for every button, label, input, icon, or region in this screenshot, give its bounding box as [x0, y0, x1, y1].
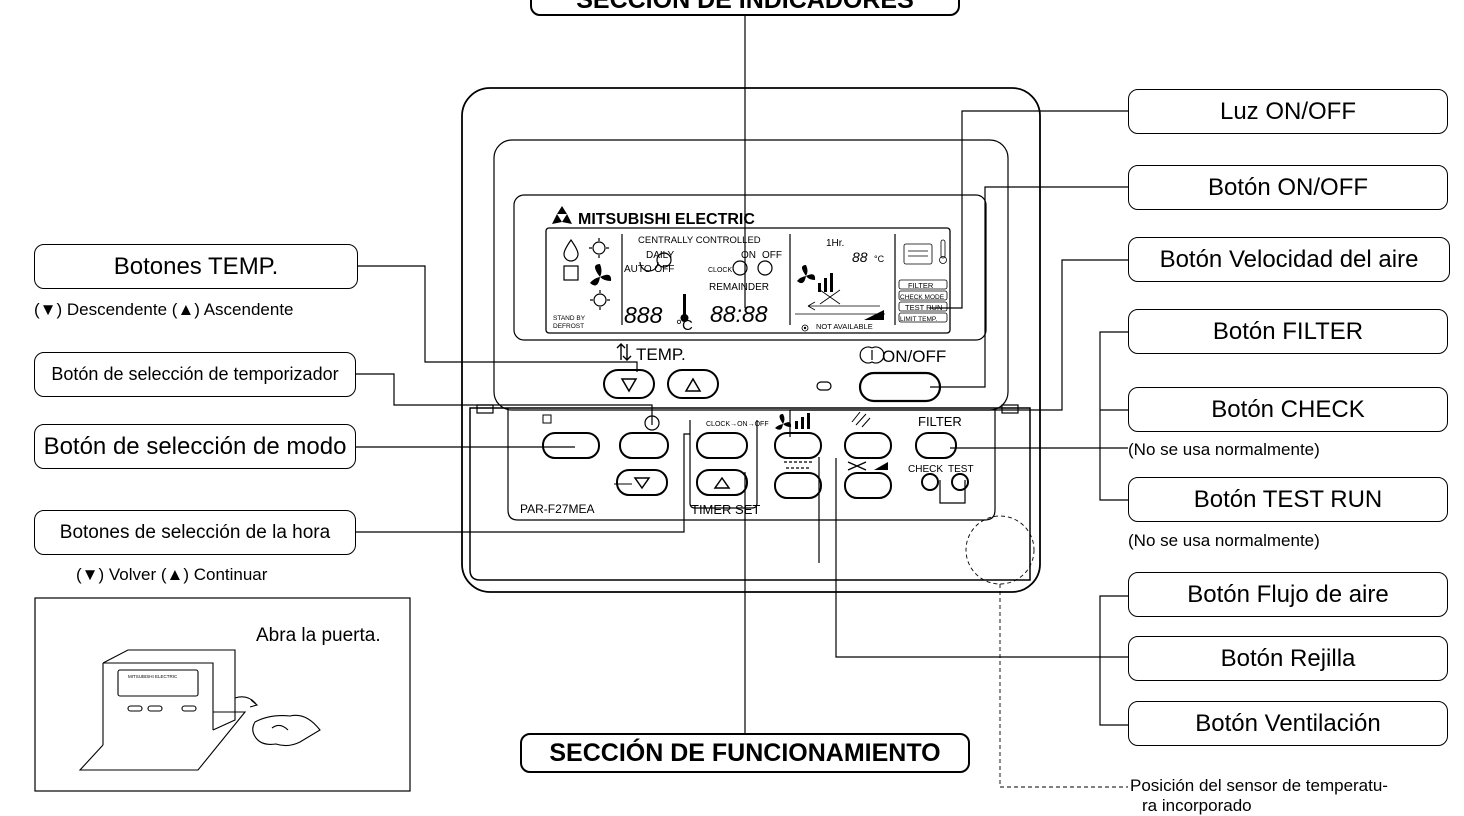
label-on-off-button: Botón ON/OFF	[1128, 165, 1448, 210]
lcd-temp-digits: 888	[624, 302, 663, 328]
triangle-up-icon-2	[713, 476, 731, 489]
triangle-down-icon	[620, 378, 638, 393]
note-test-run: (No se usa normalmente)	[1128, 531, 1320, 550]
controller-body	[461, 87, 1041, 593]
test-button[interactable]	[951, 473, 969, 491]
panel-filter-label: FILTER	[918, 414, 962, 429]
filter-button[interactable]	[915, 432, 957, 459]
panel-test-label: TEST	[948, 464, 974, 475]
lcd-time-digits: 88:88	[710, 301, 768, 327]
brand-logo-text: MITSUBISHI ELECTRIC	[578, 211, 755, 228]
lcd-deg-c-small: °C	[874, 254, 885, 264]
lcd-check-mode: CHECK MODE	[900, 294, 945, 301]
fan-icon-lcd	[590, 264, 612, 286]
lcd-daily: DAILY	[646, 250, 674, 261]
sun-icon-2	[593, 293, 607, 307]
note-time: (▼) Volver (▲) Continuar	[76, 565, 268, 584]
note-temp: (▼) Descendente (▲) Ascendente	[34, 300, 294, 319]
lcd-not-available: NOT AVAILABLE	[816, 322, 873, 331]
label-temp-buttons: Botones TEMP.	[34, 244, 358, 289]
airflow-icon-panel	[851, 411, 871, 428]
inset-caption: Abra la puerta.	[256, 625, 381, 646]
dry-icon	[563, 238, 579, 262]
label-mode-select: Botón de selección de modo	[34, 424, 356, 469]
on-off-lamp	[816, 381, 832, 391]
operation-section-title: SECCIÓN DE FUNCIONAMIENTO	[520, 733, 970, 773]
auto-mode-icon	[563, 265, 579, 281]
temp-up-button[interactable]	[667, 369, 719, 399]
lcd-centrally-controlled: CENTRALLY CONTROLLED	[638, 235, 761, 246]
panel-timer-set-label: TIMER SET	[691, 502, 760, 517]
label-airflow: Botón Flujo de aire	[1128, 572, 1448, 617]
temp-down-button[interactable]	[603, 369, 655, 399]
fan-icon-lcd-2	[797, 265, 816, 284]
fan-speed-button[interactable]	[774, 432, 822, 459]
lcd-deg-c: °C	[676, 317, 693, 334]
sun-heat-icon	[592, 241, 606, 255]
lcd-screen	[545, 227, 951, 334]
door-open-illustration	[78, 649, 321, 771]
lcd-off: OFF	[762, 250, 782, 261]
label-louver: Botón Rejilla	[1128, 636, 1448, 681]
louver-icon-panel	[784, 461, 812, 469]
lcd-filter: FILTER	[908, 281, 934, 290]
temp-arrows-icon	[616, 343, 632, 361]
lcd-defrost: DEFROST	[553, 323, 584, 330]
triangle-down-icon-2	[633, 477, 651, 490]
note-sensor-2: ra incorporado	[1142, 796, 1252, 815]
inset-box	[34, 597, 411, 792]
controller-door	[469, 407, 1031, 581]
timer-icon	[644, 415, 660, 431]
triangle-up-icon	[684, 377, 702, 392]
mitsubishi-logo-icon	[552, 206, 572, 224]
label-filter: Botón FILTER	[1128, 309, 1448, 354]
note-check: (No se usa normalmente)	[1128, 440, 1320, 459]
ventilation-button[interactable]	[844, 472, 892, 499]
indicators-section-title: SECCIÓN DE INDICADORES	[530, 0, 960, 16]
check-button[interactable]	[921, 473, 939, 491]
on-off-power-icon	[859, 346, 885, 364]
label-timer-select: Botón de selección de temporizador	[34, 352, 356, 397]
lcd-test-run: TEST RUN	[905, 303, 942, 312]
model-number: PAR-F27MEA	[520, 502, 594, 516]
mode-select-button[interactable]	[542, 432, 600, 459]
mode-icons-panel	[542, 414, 552, 424]
clock-on-off-button[interactable]	[696, 432, 748, 459]
lcd-stand-by: STAND BY	[553, 315, 586, 322]
lcd-1hr: 1Hr.	[826, 238, 844, 249]
lcd-clock: CLOCK	[708, 267, 732, 274]
controller-front-panel	[493, 139, 1009, 411]
label-test-run: Botón TEST RUN	[1128, 477, 1448, 522]
time-down-button[interactable]	[616, 469, 668, 496]
lcd-auto-off: AUTO OFF	[624, 264, 674, 275]
panel-temp-label: TEMP.	[636, 345, 686, 364]
temp-sensor-position	[965, 515, 1035, 585]
label-check: Botón CHECK	[1128, 387, 1448, 432]
lcd-remainder: REMAINDER	[709, 282, 769, 293]
label-ventilation: Botón Ventilación	[1128, 701, 1448, 746]
lcd-limit-temp: LIMIT TEMP.	[900, 316, 937, 323]
inset-brand-label: MITSUBISHI ELECTRIC	[128, 674, 178, 679]
on-off-button[interactable]	[858, 371, 942, 403]
label-time-select: Botones de selección de la hora	[34, 510, 356, 555]
time-up-button[interactable]	[696, 469, 748, 496]
note-sensor-1: Posición del sensor de temperatu-	[1130, 776, 1388, 795]
panel-clock-on-off-label: CLOCK→ON→OFF	[706, 421, 769, 428]
louver-button[interactable]	[774, 472, 822, 499]
timer-select-button[interactable]	[619, 432, 669, 459]
airflow-button[interactable]	[844, 432, 892, 459]
lcd-bezel	[513, 194, 987, 341]
label-fan-speed: Botón Velocidad del aire	[1128, 237, 1450, 282]
fan-icon-panel	[775, 414, 792, 430]
panel-on-off-label: ON/OFF	[882, 347, 946, 366]
lcd-on: ON	[741, 250, 756, 261]
panel-check-label: CHECK	[908, 464, 943, 475]
lcd-small-digits: 88	[852, 249, 868, 265]
label-on-off-light: Luz ON/OFF	[1128, 89, 1448, 134]
ventilation-icon-panel	[847, 461, 867, 471]
